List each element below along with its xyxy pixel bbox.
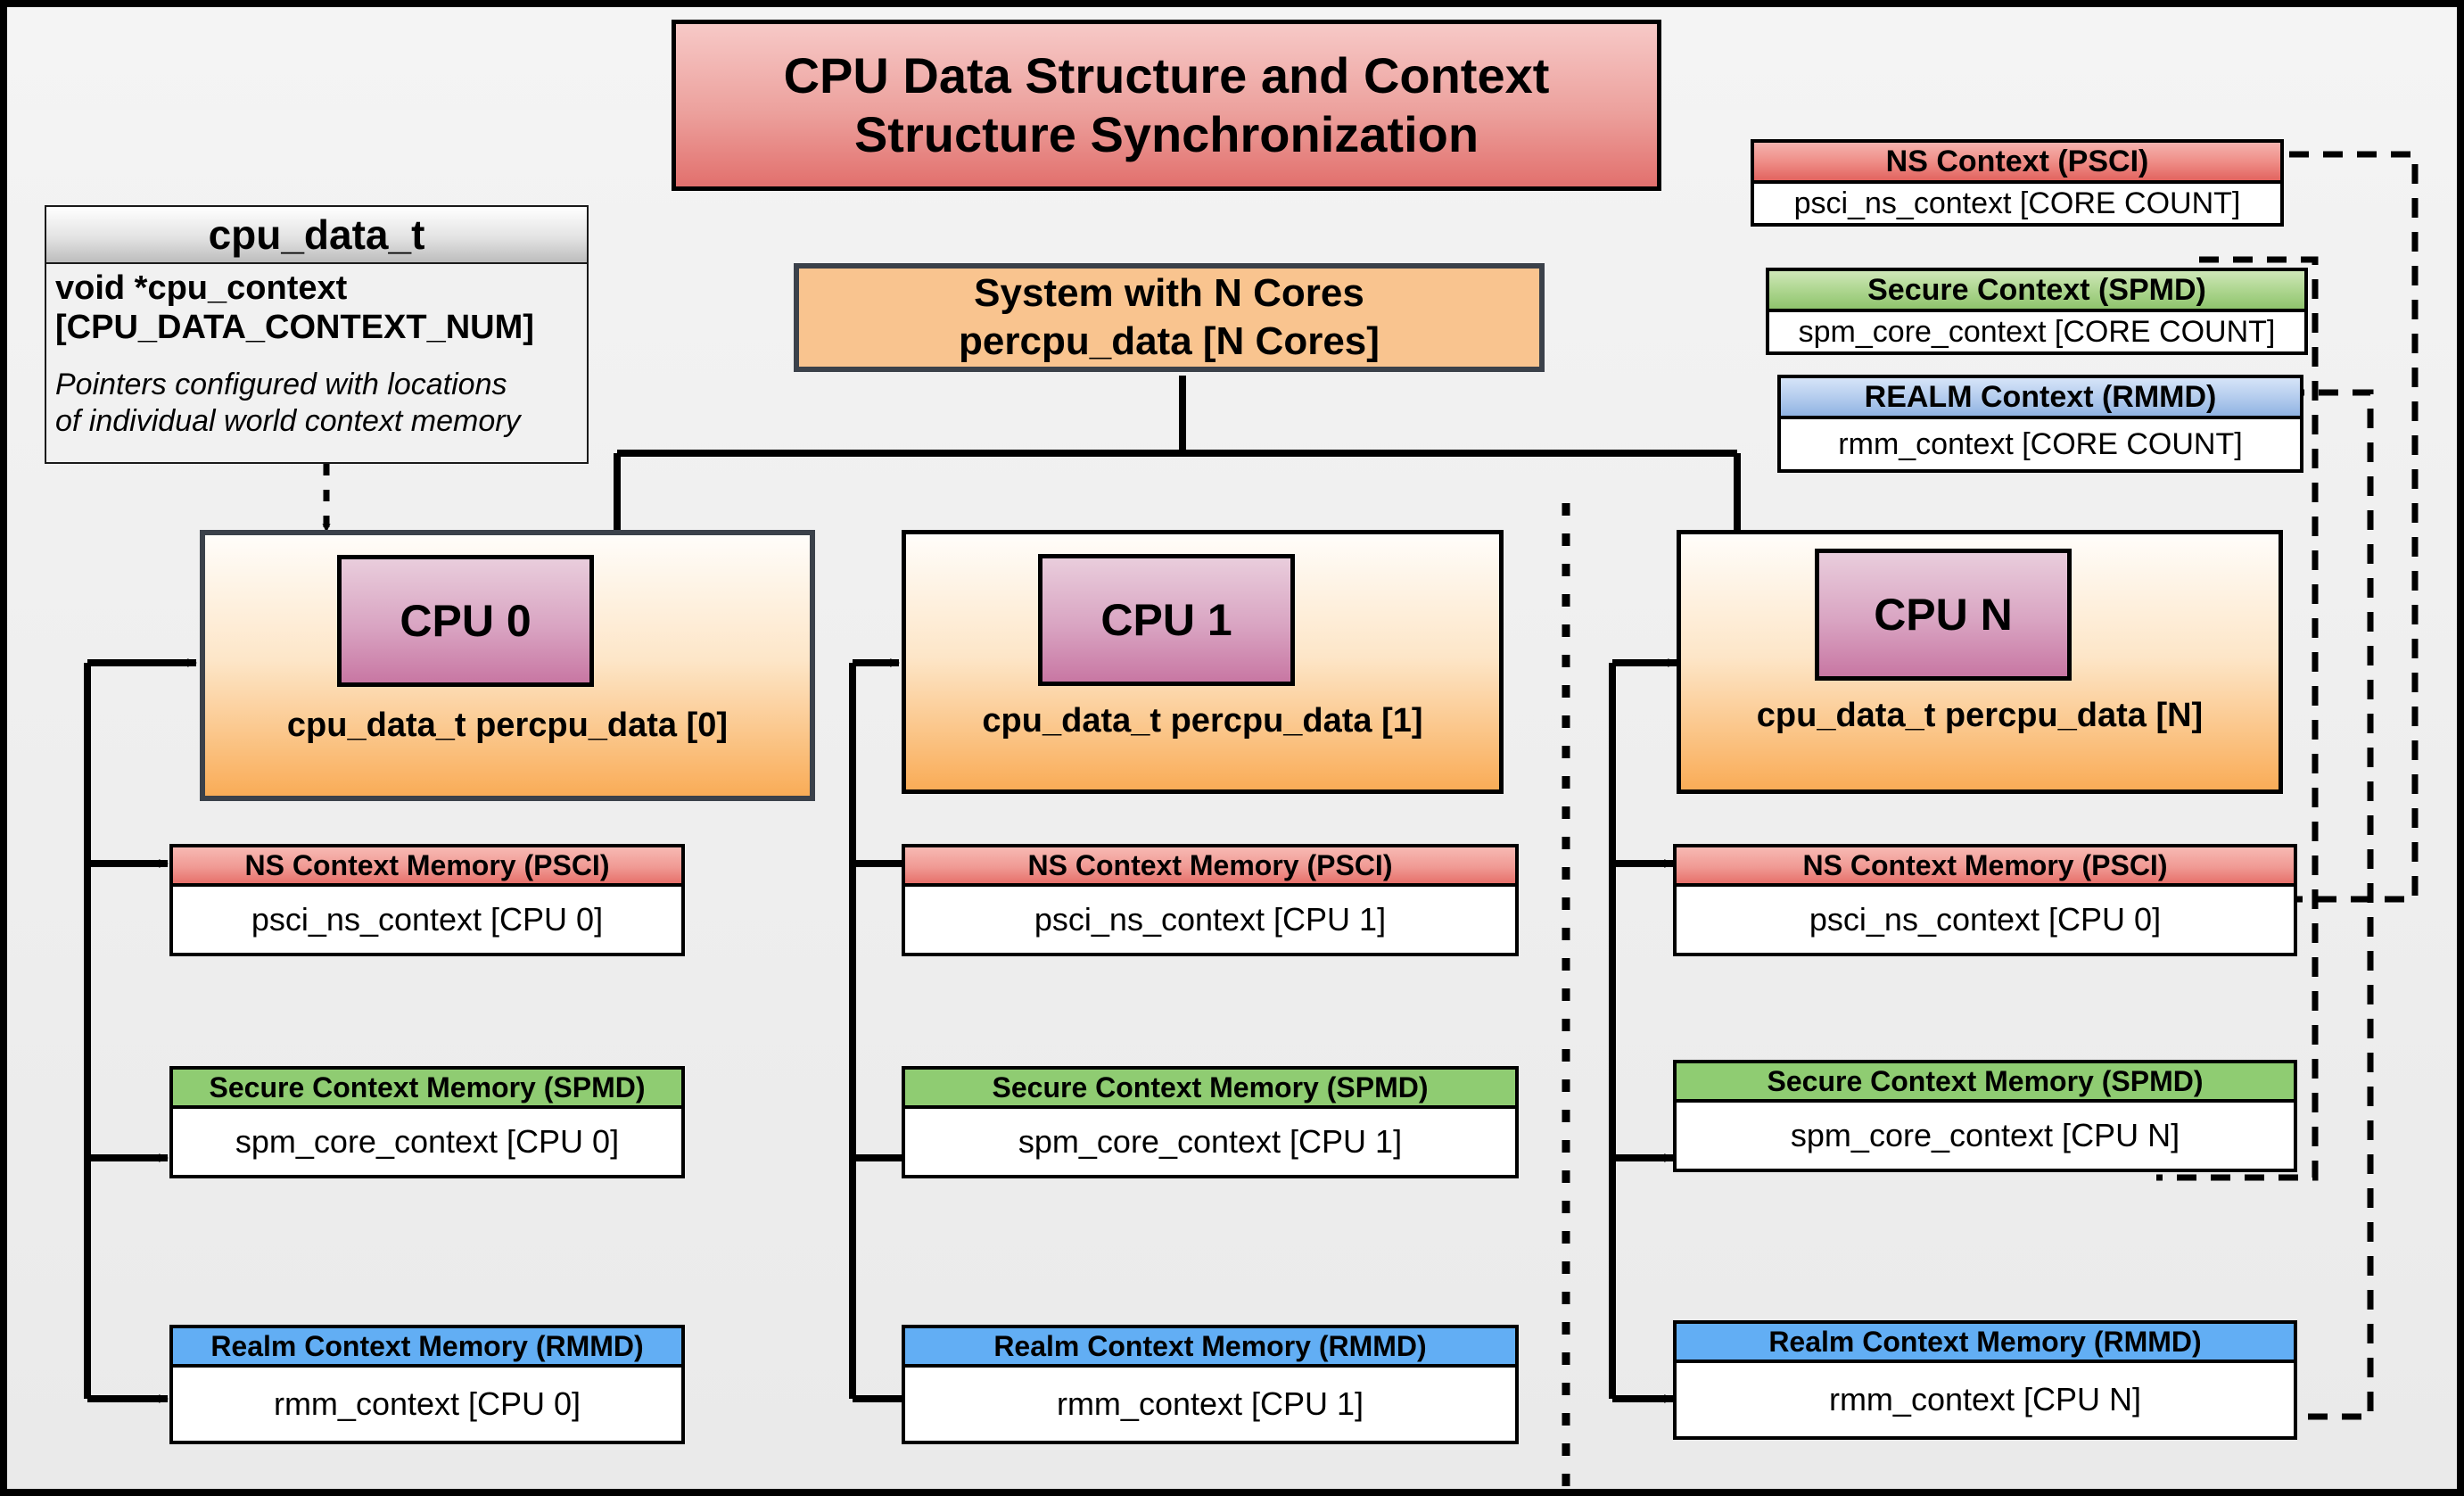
global-context-realm-body: rmm_context [CORE COUNT] [1838, 426, 2243, 461]
cpu0-memory-ns: NS Context Memory (PSCI) psci_ns_context… [169, 844, 685, 956]
cpu0-memory-secure: Secure Context Memory (SPMD) spm_core_co… [169, 1066, 685, 1178]
cpu-data-field-line2: [CPU_DATA_CONTEXT_NUM] [55, 308, 534, 346]
cpu-label-1: cpu_data_t percpu_data [1] [982, 702, 1423, 740]
global-context-ns-body: psci_ns_context [CORE COUNT] [1793, 186, 2241, 220]
page-title-text: CPU Data Structure and Context Structure… [783, 46, 1550, 162]
wire-bus-cpun [1609, 658, 1677, 1403]
cpu1-memory-ns: NS Context Memory (PSCI) psci_ns_context… [902, 844, 1519, 956]
cpu1-memory-realm-body: rmm_context [CPU 1] [1056, 1385, 1364, 1422]
cpun-memory-secure: Secure Context Memory (SPMD) spm_core_co… [1673, 1060, 2297, 1172]
cpu1-memory-ns-body: psci_ns_context [CPU 1] [1034, 901, 1387, 938]
global-context-realm-header: REALM Context (RMMD) [1781, 378, 2300, 419]
cpu0-memory-realm-header: Realm Context Memory (RMMD) [173, 1328, 681, 1368]
cpu1-memory-secure-body: spm_core_context [CPU 1] [1018, 1123, 1403, 1160]
diagram-stage: CPU Data Structure and Context Structure… [7, 7, 2457, 1489]
cpu0-memory-realm-body: rmm_context [CPU 0] [273, 1385, 581, 1422]
global-context-secure-body: spm_core_context [CORE COUNT] [1798, 314, 2276, 349]
cpun-memory-ns-header: NS Context Memory (PSCI) [1677, 847, 2294, 887]
system-line1: System with N Cores [974, 271, 1364, 316]
global-context-ns: NS Context (PSCI) psci_ns_context [CORE … [1751, 139, 2284, 227]
cpu-card-1: CPU 1 cpu_data_t percpu_data [1] [902, 530, 1504, 794]
cpun-memory-realm-body: rmm_context [CPU N] [1828, 1381, 2142, 1417]
cpu-chip-0: CPU 0 [337, 555, 594, 687]
global-context-ns-header: NS Context (PSCI) [1754, 143, 2280, 184]
system-box: System with N Cores percpu_data [N Cores… [794, 263, 1545, 372]
global-context-realm: REALM Context (RMMD) rmm_context [CORE C… [1777, 375, 2303, 473]
cpu0-memory-secure-body: spm_core_context [CPU 0] [235, 1123, 620, 1160]
cpun-memory-ns-body: psci_ns_context [CPU 0] [1809, 901, 2162, 938]
cpu-card-n: CPU N cpu_data_t percpu_data [N] [1677, 530, 2283, 794]
cpun-memory-realm: Realm Context Memory (RMMD) rmm_context … [1673, 1320, 2297, 1440]
page-title: CPU Data Structure and Context Structure… [672, 20, 1661, 191]
global-context-secure-header: Secure Context (SPMD) [1769, 271, 2304, 312]
cpu-data-note-line2: of individual world context memory [55, 404, 521, 439]
cpu-label-n: cpu_data_t percpu_data [N] [1756, 697, 2204, 734]
global-context-secure: Secure Context (SPMD) spm_core_context [… [1766, 268, 2308, 355]
cpu-data-struct-title: cpu_data_t [46, 207, 587, 264]
cpu1-memory-secure-header: Secure Context Memory (SPMD) [905, 1070, 1515, 1109]
cpun-memory-ns: NS Context Memory (PSCI) psci_ns_context… [1673, 844, 2297, 956]
cpu-chip-1: CPU 1 [1038, 554, 1295, 686]
system-line2: percpu_data [N Cores] [959, 319, 1380, 363]
cpu0-memory-secure-header: Secure Context Memory (SPMD) [173, 1070, 681, 1109]
cpu-data-note-line1: Pointers configured with locations [55, 368, 507, 402]
cpu1-memory-ns-header: NS Context Memory (PSCI) [905, 847, 1515, 887]
cpu-data-field-line1: void *cpu_context [55, 269, 348, 307]
cpu0-memory-realm: Realm Context Memory (RMMD) rmm_context … [169, 1325, 685, 1444]
cpu0-memory-ns-header: NS Context Memory (PSCI) [173, 847, 681, 887]
cpu-data-struct: cpu_data_t void *cpu_context [CPU_DATA_C… [45, 205, 589, 464]
cpu0-memory-ns-body: psci_ns_context [CPU 0] [251, 901, 604, 938]
cpun-memory-secure-header: Secure Context Memory (SPMD) [1677, 1063, 2294, 1103]
cpu-chip-n: CPU N [1815, 549, 2072, 681]
cpun-memory-realm-header: Realm Context Memory (RMMD) [1677, 1324, 2294, 1363]
cpu-label-0: cpu_data_t percpu_data [0] [286, 707, 729, 744]
cpu1-memory-realm: Realm Context Memory (RMMD) rmm_context … [902, 1325, 1519, 1444]
cpu1-memory-realm-header: Realm Context Memory (RMMD) [905, 1328, 1515, 1368]
cpun-memory-secure-body: spm_core_context [CPU N] [1790, 1117, 2180, 1153]
cpu1-memory-secure: Secure Context Memory (SPMD) spm_core_co… [902, 1066, 1519, 1178]
cpu-card-0: CPU 0 cpu_data_t percpu_data [0] [200, 530, 815, 801]
wire-bus-cpu0 [84, 658, 197, 1403]
wire-system-tree [614, 376, 1741, 530]
